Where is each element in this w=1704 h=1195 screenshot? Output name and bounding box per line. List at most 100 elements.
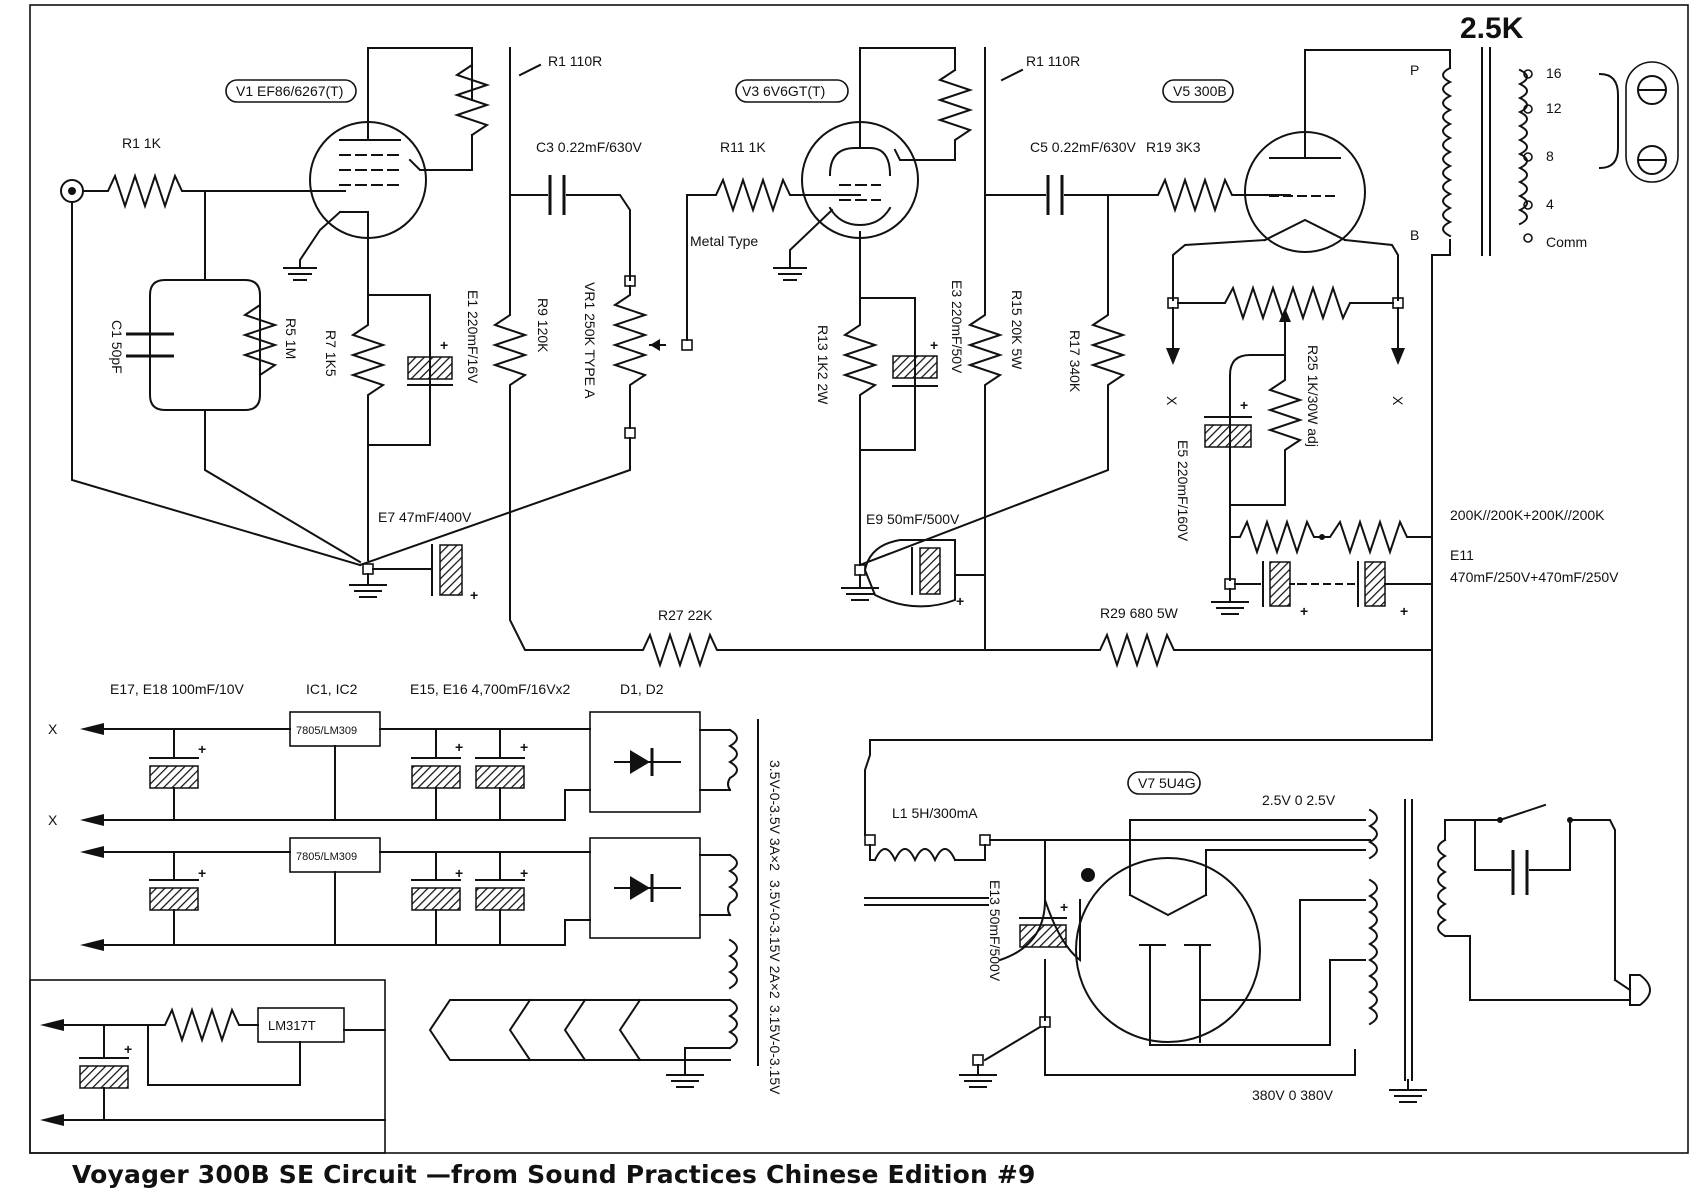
svg-text:+: + [1400,603,1408,619]
svg-text:7805/LM309: 7805/LM309 [296,725,357,737]
svg-text:+: + [440,337,448,353]
svg-text:+: + [124,1041,132,1057]
v5-tube [1244,131,1366,253]
r5-label: R5 1M [283,318,299,359]
r15-label: R15 20K 5W [1009,290,1025,370]
v7-label: V7 5U4G [1138,775,1196,791]
e5-label: E5 220mF/160V [1175,440,1191,542]
handwritten-title: 2.5K [1460,12,1524,45]
r13-label: R13 1K2 2W [815,325,831,405]
tap-4-label: 4 [1546,196,1554,212]
bleeder-label: 200K//200K+200K//200K [1450,507,1605,523]
lv-supply-2: + 7805/LM309 + + [80,837,738,951]
e3-capacitor: + [892,337,938,387]
svg-text:+: + [930,337,938,353]
r1-input-label: R1 1K [122,135,162,151]
r17-label: R17 340K [1067,330,1083,393]
svg-text:X: X [48,812,58,828]
v3-label: V3 6V6GT(T) [742,83,825,99]
e3-label: E3 220mF/50V [949,280,965,374]
e13-capacitor: + [998,839,1095,963]
e13-label: E13 50mF/500V [987,880,1003,982]
c1-capacitor [126,329,174,358]
v5-ground [1211,578,1249,615]
v1-label: V1 EF86/6267(T) [236,83,343,99]
e9-label: E9 50mF/500V [866,511,960,527]
figure-caption: Voyager 300B SE Circuit —from Sound Prac… [72,1160,1036,1189]
sec2-label: 3.5V-0-3.15V 2A×2 [767,880,783,999]
e17-label: E17, E18 100mF/10V [110,681,245,697]
svg-text:+: + [455,739,463,755]
tap-16-label: 16 [1546,65,1562,81]
e11-capacitor: + + [1234,561,1433,619]
output-transformer [1442,47,1533,256]
small-heater-windings [428,719,759,1088]
r19-label: R19 3K3 [1146,139,1201,155]
svg-text:7805/LM309: 7805/LM309 [296,851,357,863]
e15-label: E15, E16 4,700mF/16Vx2 [410,681,571,697]
v1-ground [283,210,342,281]
svg-text:+: + [455,865,463,881]
vr1-pot [611,275,693,439]
sec3-label: 3.15V-0-3.15V [767,1005,783,1095]
svg-text:+: + [956,593,964,609]
e5-capacitor: + [1204,397,1252,448]
svg-text:+: + [470,587,478,603]
r29-label: R29 680 5W [1100,605,1179,621]
v1-tube [309,121,427,239]
input-jack [60,179,84,203]
e11-label: E11 [1450,547,1474,563]
svg-text:+: + [520,865,528,881]
r25-label: R25 1K/30W adj [1305,345,1321,447]
hv-tap-label: 380V 0 380V [1252,1087,1334,1103]
e7-ground: + [349,544,478,603]
svg-text:+: + [198,865,206,881]
v1-plate-resistor [453,63,491,137]
r1-110-a-label: R1 110R [548,53,602,69]
diagram-frame [29,4,1689,1154]
e13-ground [959,1016,1356,1088]
svg-text:X: X [48,721,58,737]
x-right-label: X [1390,396,1406,406]
r7-label: R7 1K5 [323,330,339,377]
diodes-label: D1, D2 [620,681,664,697]
v5-label: V5 300B [1173,83,1227,99]
bleeder-resistors [1229,518,1433,556]
e1-capacitor: + [407,337,453,386]
tap-b-label: B [1410,227,1419,243]
l1-label: L1 5H/300mA [892,805,978,821]
power-transformer [1367,799,1481,1103]
svg-text:LM317T: LM317T [268,1018,316,1033]
v3-ground [773,208,834,281]
vr1-label: VR1 250K TYPE A [582,282,598,399]
mains-switch [1474,803,1651,1006]
r11-label: R11 1K [720,139,766,155]
e9-ground: + [841,539,964,609]
v3-plate-resistor [893,68,974,161]
filament-hum-pot [1166,284,1405,365]
sec1-label: 3.5V-0-3.5V 3A×2 [767,760,783,871]
tap-8-label: 8 [1546,148,1554,164]
lm317-inset: LM317T + [29,979,386,1154]
tap-12-label: 12 [1546,100,1562,116]
c5-capacitor [1046,175,1064,215]
c3-capacitor [548,175,566,215]
tap-p-label: P [1410,62,1419,78]
v3-tube [801,121,919,239]
e7-label: E7 47mF/400V [378,509,472,525]
v7-tube [1075,849,1261,1043]
heater-tap-label: 2.5V 0 2.5V [1262,792,1336,808]
r5-resistor [241,303,279,377]
l1-choke [864,834,991,906]
r27-resistor [639,631,986,669]
svg-text:+: + [198,741,206,757]
tap-comm-label: Comm [1546,234,1587,250]
svg-text:+: + [520,739,528,755]
c1-label: C1 50pF [109,320,125,374]
x-left-label: X [1164,396,1180,406]
svg-text:+: + [1060,899,1068,915]
e11-value-label: 470mF/250V+470mF/250V [1450,569,1619,585]
c3-label: C3 0.22mF/630V [536,139,642,155]
e1-label: E1 220mF/16V [465,290,481,384]
